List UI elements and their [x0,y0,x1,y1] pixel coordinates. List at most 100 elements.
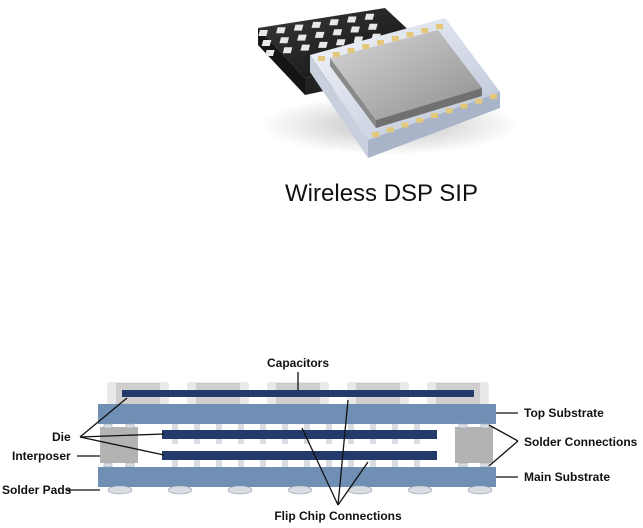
bump [282,424,288,430]
bump [370,439,376,444]
pad [406,32,414,37]
label-main-substrate: Main Substrate [524,470,610,484]
bump [304,460,310,467]
pad [445,108,453,114]
pad [391,36,399,41]
label-solder-pads: Solder Pads [2,483,72,497]
bump [370,460,376,467]
main-substrate [98,467,496,487]
bump [282,439,288,444]
pad [490,94,497,99]
black-chip-pads [258,13,381,56]
bump [348,439,354,444]
pad [258,30,268,36]
bump [194,439,200,444]
bump [414,460,420,467]
bump [370,424,376,430]
pad [460,103,468,109]
flip-chip-bumps [172,424,420,467]
middle-die-2 [162,451,437,460]
pad [372,132,379,137]
sip-module [310,18,500,158]
page-title: Wireless DSP SIP [285,180,478,207]
label-die: Die [52,430,71,444]
bump [172,424,178,430]
bump [392,439,398,444]
pad [318,41,328,48]
bump [304,439,310,444]
solder-pad [287,485,313,495]
bump [194,460,200,467]
pad [401,122,409,128]
bump [194,424,200,430]
label-capacitors: Capacitors [267,356,329,370]
pad [436,24,443,29]
pad [353,36,364,43]
pad [332,29,343,36]
cross-section-diagram: Capacitors Top Substrate Die Interposer … [2,356,638,523]
pad [300,44,311,51]
sip-pads [318,24,497,137]
solder-pads [107,485,493,495]
bump [414,439,420,444]
pad [364,13,375,20]
bump [172,460,178,467]
pad [314,31,325,38]
pad [282,47,293,54]
solder-pad [227,485,253,495]
pad [276,27,286,34]
bump [238,439,244,444]
pad [386,127,394,133]
bump [326,460,332,467]
top-substrate [98,404,496,424]
pad [261,40,272,46]
pad [329,19,339,26]
pad [377,40,384,45]
bump [326,424,332,430]
bump [326,439,332,444]
bump [216,460,222,467]
bump [172,439,178,444]
bump [348,424,354,430]
leader-lines [66,372,519,506]
bump [414,424,420,430]
label-flip-chip-connections: Flip Chip Connections [274,509,402,523]
bump [304,424,310,430]
bump [216,439,222,444]
top-die [122,390,474,397]
pad [293,24,304,31]
solder-pad [407,485,433,495]
pad [311,21,322,28]
pad [368,23,378,30]
solder-pad [167,485,193,495]
pad [431,113,438,118]
pad [362,44,370,49]
pad [350,26,360,33]
middle-die-1 [162,430,437,439]
solder-pad [347,485,373,495]
pad [475,98,483,104]
bump [282,460,288,467]
product-photo [258,8,520,158]
interposer-right [455,427,493,463]
bump [216,424,222,430]
pad [416,117,424,123]
pad [347,48,355,53]
pad [421,28,429,33]
pad [332,52,340,57]
bump [238,424,244,430]
pad [318,56,325,61]
pad [279,37,290,44]
bump [238,460,244,467]
solder-pad [107,485,133,495]
label-solder-connections: Solder Connections [524,435,638,449]
pad [264,50,275,56]
bump [392,424,398,430]
bump [348,460,354,467]
bump [260,439,266,444]
label-interposer: Interposer [12,449,71,463]
solder-connections [103,423,490,468]
bump [260,424,266,430]
pad [297,34,307,41]
bump [260,460,266,467]
